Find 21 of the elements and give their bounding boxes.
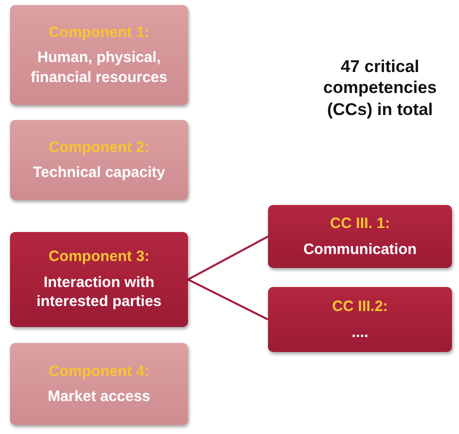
box-text: Market access [48, 387, 150, 406]
connector-line [188, 278, 268, 320]
box-heading: CC III. 1: [330, 214, 390, 234]
box-text: Human, physical, financial resources [30, 48, 168, 88]
component-box [10, 343, 188, 425]
box-text: Communication [303, 240, 417, 259]
box-heading: Component 1: [48, 22, 150, 42]
box-heading: CC III.2: [332, 297, 388, 316]
box-text: Interaction with interested parties [35, 272, 163, 312]
component-box [268, 205, 452, 268]
title: 47 critical competencies (CCs) in total [322, 56, 438, 120]
box-text: .... [352, 322, 368, 342]
component-box [10, 5, 188, 105]
box-heading: Component 4: [48, 362, 150, 381]
box-text: Technical capacity [32, 163, 166, 182]
box-heading: Component 3: [48, 247, 150, 267]
connector-line [188, 236, 268, 280]
component-box [10, 232, 188, 327]
component-box [10, 120, 188, 200]
box-heading: Component 2: [48, 138, 150, 157]
component-box [268, 287, 452, 352]
